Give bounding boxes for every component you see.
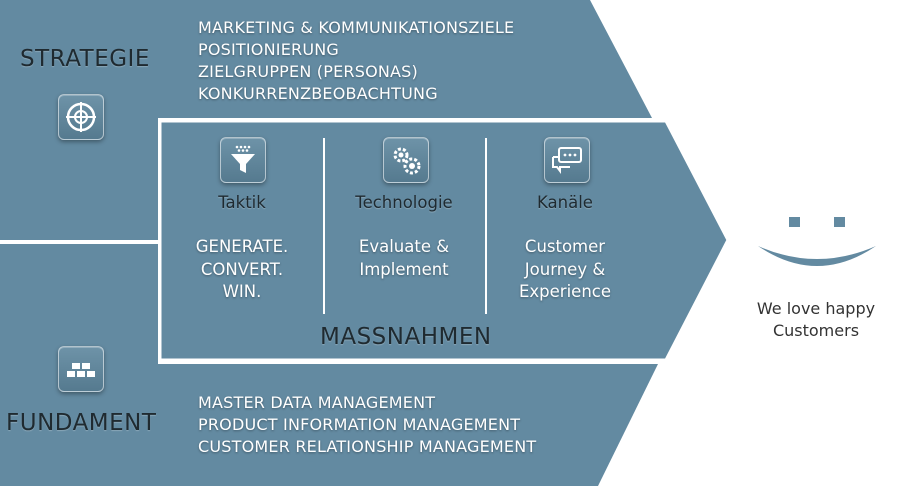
fundament-title: FUNDAMENT xyxy=(6,410,157,436)
customers-line: We love happy xyxy=(756,299,876,318)
strategie-item: KONKURRENZBEOBACHTUNG xyxy=(198,84,438,103)
fundament-item: PRODUCT INFORMATION MANAGEMENT xyxy=(198,415,521,434)
fundament-item: MASTER DATA MANAGEMENT xyxy=(198,393,436,412)
strategie-item: MARKETING & KOMMUNIKATIONSZIELE xyxy=(198,18,515,37)
fundament-left-band xyxy=(0,244,158,364)
column-title-taktik: Taktik xyxy=(218,193,266,212)
strategie-title: STRATEGIE xyxy=(20,46,150,72)
strategie-item: POSITIONIERUNG xyxy=(198,40,339,59)
column-divider xyxy=(485,138,487,314)
fundament-item: CUSTOMER RELATIONSHIP MANAGEMENT xyxy=(198,437,537,456)
column-line: GENERATE. xyxy=(195,237,289,256)
column-line: Experience xyxy=(518,282,611,301)
column-line: WIN. xyxy=(222,282,262,301)
bricks-icon xyxy=(58,346,104,392)
funnel-icon xyxy=(220,137,266,183)
target-icon xyxy=(58,94,104,140)
strategie-band xyxy=(0,0,652,118)
chat-icon xyxy=(544,137,590,183)
fundament-band xyxy=(0,364,658,486)
column-line: Evaluate & xyxy=(358,237,450,256)
customers-caption: We love happy Customers xyxy=(736,298,896,342)
gears-icon xyxy=(383,137,429,183)
column-body-technologie: Evaluate & Implement xyxy=(329,236,479,281)
column-title-technologie: Technologie xyxy=(355,193,453,212)
strategie-left-band xyxy=(0,118,158,240)
column-divider xyxy=(323,138,325,314)
column-title-kanaele: Kanäle xyxy=(537,193,593,212)
column-body-kanaele: Customer Journey & Experience xyxy=(490,236,640,304)
massnahmen-title: MASSNAHMEN xyxy=(320,324,492,350)
customers-line: Customers xyxy=(772,321,860,340)
separator-left xyxy=(0,240,160,244)
fundament-list: MASTER DATA MANAGEMENT PRODUCT INFORMATI… xyxy=(198,392,536,458)
column-body-taktik: GENERATE. CONVERT. WIN. xyxy=(167,236,317,304)
column-line: Customer xyxy=(524,237,606,256)
column-line: CONVERT. xyxy=(200,259,284,279)
column-line: Journey & xyxy=(524,259,606,279)
column-line: Implement xyxy=(359,259,449,279)
strategie-list: MARKETING & KOMMUNIKATIONSZIELE POSITION… xyxy=(198,17,514,105)
smiley-icon xyxy=(758,217,876,266)
strategie-item: ZIELGRUPPEN (PERSONAS) xyxy=(198,62,418,81)
